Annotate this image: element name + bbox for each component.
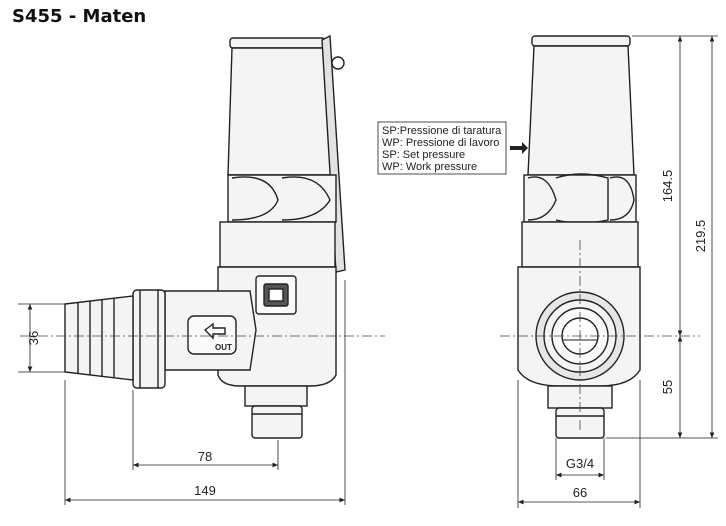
dim-thread: G3/4	[566, 456, 594, 471]
out-label: OUT	[215, 343, 232, 352]
cap-top	[229, 37, 326, 49]
legend-line-4: WP: Work pressure	[382, 161, 477, 173]
dim-outlet-offset: 78	[198, 449, 212, 464]
dim-bottom-height: 55	[660, 380, 675, 394]
page-title: S455 - Maten	[12, 6, 147, 27]
legend-line-2: WP: Pressione di lavoro	[382, 137, 499, 149]
bottom-thread	[251, 405, 303, 439]
hex-nut	[227, 174, 337, 223]
dim-219-5	[606, 36, 718, 439]
front-view	[517, 35, 641, 439]
dim-body-width: 66	[573, 485, 587, 500]
dim-hose-diameter: 36	[26, 331, 41, 345]
bottom-nut	[244, 385, 308, 407]
legend-box	[377, 121, 507, 175]
dim-total-height: 219.5	[693, 220, 708, 253]
dim-164-5	[632, 35, 718, 336]
dim-149	[64, 280, 346, 505]
dim-top-height: 164.5	[660, 170, 675, 203]
dim-g34	[555, 438, 605, 480]
union-nut	[132, 289, 166, 389]
side-view	[64, 34, 346, 439]
dim-78	[132, 390, 279, 470]
hose-barb	[64, 295, 134, 381]
legend-line-3: SP: Set pressure	[382, 149, 465, 161]
dim-66	[517, 380, 641, 508]
mid-section	[219, 221, 336, 268]
legend-arrow-icon	[510, 142, 528, 154]
upper-body	[227, 47, 334, 176]
lever-ring	[331, 56, 345, 70]
dim-36	[18, 303, 66, 373]
dim-total-length: 149	[194, 483, 216, 498]
legend-line-1: SP:Pressione di taratura	[382, 125, 502, 137]
